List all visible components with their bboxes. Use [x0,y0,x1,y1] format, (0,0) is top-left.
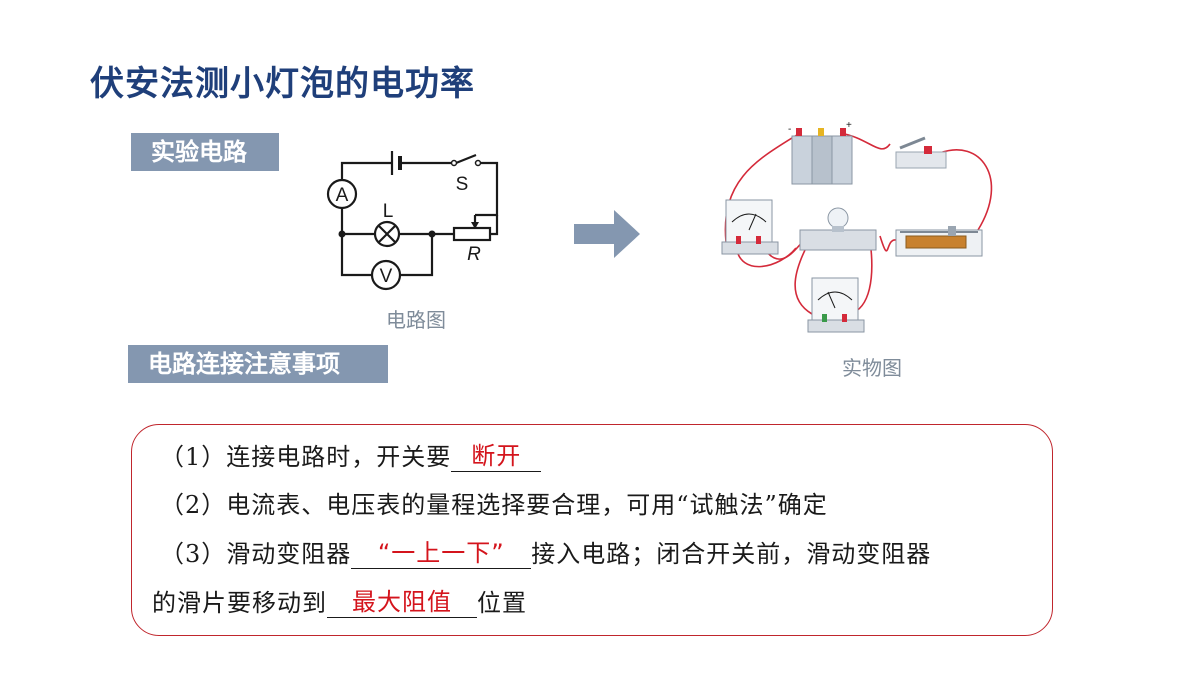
apparatus-photo: - + [721,120,993,333]
battery-pack: - + [788,120,853,185]
rheostat-label: R [467,244,481,265]
arrow-right-icon [574,210,640,258]
svg-text:+: + [846,120,852,131]
section-tag-circuit: 实验电路 [131,133,279,171]
section-tag-notes: 电路连接注意事项 [128,345,388,383]
switch-label: S [456,174,469,195]
diagram-caption: 电路图 [386,308,446,332]
answer-text: 最大阻值 [352,588,452,616]
svg-text:-: - [788,124,791,135]
note-item-2: （2）电流表、电压表的量程选择要合理，可用“试触法”确定 [160,491,828,519]
knife-switch [895,136,947,169]
answer-text: 断开 [471,442,522,470]
lamp-device [799,207,877,251]
ammeter-device [721,199,779,255]
ammeter-label: A [336,185,349,206]
switch-lever [455,153,477,165]
note-item-1: （1）连接电路时，开关要断开 [160,437,542,472]
slide-title: 伏安法测小灯泡的电功率 [90,64,475,104]
rheostat-body [452,226,492,242]
rheostat-slider-arrow [471,222,479,229]
answer-text: “一上一下” [377,539,505,567]
ammeter-symbol [326,178,358,210]
circuit-diagram: A V L S R [326,151,499,291]
junction-dot [428,230,436,238]
photo-caption: 实物图 [842,356,902,380]
rheostat-device [895,226,983,257]
note-item-4: 的滑片要移动到最大阻值位置 [152,588,527,618]
answer-blank: 断开 [451,442,542,472]
notes-box [131,424,1053,636]
junction-dot [338,230,346,238]
answer-blank: 最大阻值 [327,588,477,618]
note-item-3: （3）滑动变阻器“一上一下”接入电路；闭合开关前，滑动变阻器 [160,539,932,569]
lamp-label: L [383,201,394,222]
voltmeter-device [807,277,865,333]
voltmeter-label: V [380,266,393,287]
answer-blank: “一上一下” [351,539,532,569]
